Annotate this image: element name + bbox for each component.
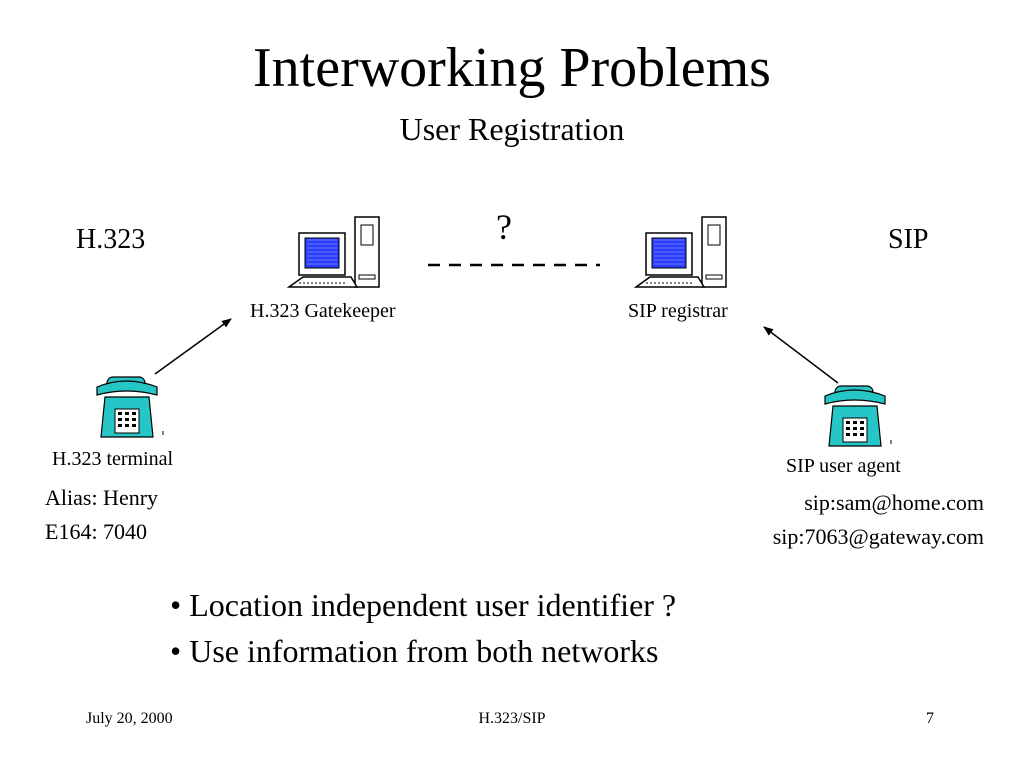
computer-icon xyxy=(633,216,727,288)
arrow-terminal-to-gatekeeper xyxy=(154,318,232,375)
user-agent-uri-home: sip:sam@home.com xyxy=(804,490,984,515)
network-label-h323: H.323 xyxy=(76,224,146,255)
terminal-label: H.323 terminal xyxy=(52,448,174,470)
terminal-alias: Alias: Henry xyxy=(45,485,159,510)
footer-date: July 20, 2000 xyxy=(86,710,173,727)
gatekeeper-label: H.323 Gatekeeper xyxy=(250,300,396,322)
user-agent-uri-gateway: sip:7063@gateway.com xyxy=(772,524,984,549)
page-title: Interworking Problems xyxy=(253,37,771,99)
footer-page-number: 7 xyxy=(926,710,934,727)
user-agent-details: sip:sam@home.com sip:7063@gateway.com xyxy=(773,486,984,554)
arrow-useragent-to-registrar xyxy=(763,326,839,384)
registrar-label: SIP registrar xyxy=(628,300,728,322)
page-subtitle: User Registration xyxy=(399,111,625,147)
phone-icon xyxy=(824,385,892,447)
footer-title: H.323/SIP xyxy=(478,710,546,727)
terminal-e164: E164: 7040 xyxy=(45,519,148,544)
network-label-sip: SIP xyxy=(888,224,929,255)
user-agent-label: SIP user agent xyxy=(786,455,901,477)
bullet-list: Location independent user identifier ? U… xyxy=(170,582,676,674)
link-question-mark: ? xyxy=(496,207,512,247)
computer-icon xyxy=(286,216,380,288)
phone-icon xyxy=(96,376,164,438)
bullet-item: Use information from both networks xyxy=(170,628,676,674)
bullet-item: Location independent user identifier ? xyxy=(170,582,676,628)
terminal-details: Alias: Henry E164: 7040 xyxy=(45,481,158,549)
